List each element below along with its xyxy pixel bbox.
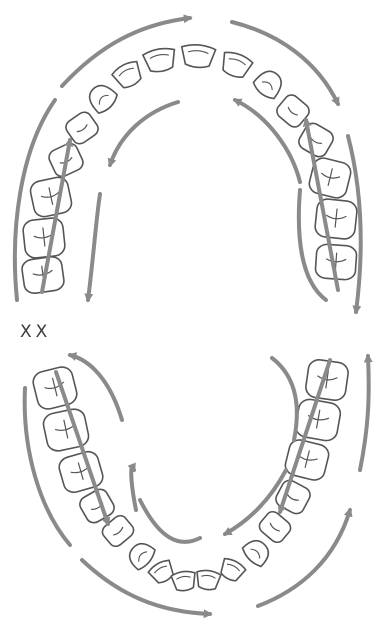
- sequence-arrow-8: [88, 194, 100, 300]
- maxillary-tooth-13: [296, 120, 336, 159]
- mandibular-tooth-10: [217, 556, 247, 584]
- sequence-arrow-15: [272, 358, 297, 440]
- sequence-arrow-7: [110, 102, 178, 165]
- maxillary-tooth-2: [22, 217, 66, 259]
- mandibular-tooth-3: [57, 449, 105, 495]
- maxillary-arch: [21, 44, 358, 295]
- sequence-arrow-17: [140, 500, 200, 542]
- mandibular-arch: [31, 358, 349, 592]
- start-marker: XX: [20, 322, 51, 342]
- mandibular-tooth-7: [147, 558, 177, 586]
- maxillary-tooth-3: [29, 175, 74, 218]
- mandibular-tooth-9: [195, 569, 221, 591]
- maxillary-tooth-9: [180, 44, 216, 69]
- mandibular-tooth-8: [171, 570, 197, 592]
- maxillary-tooth-11: [251, 66, 287, 102]
- sequence-arrow-14: [360, 356, 369, 470]
- sequence-arrow-18: [131, 467, 136, 510]
- mandibular-tooth-11: [240, 535, 273, 568]
- maxillary-tooth-6: [84, 80, 120, 116]
- charting-sequence-arrows: [15, 18, 369, 614]
- maxillary-tooth-8: [142, 46, 177, 74]
- maxillary-tooth-7: [110, 59, 145, 92]
- mandibular-tooth-15: [294, 398, 342, 443]
- mandibular-tooth-12: [257, 509, 294, 545]
- maxillary-tooth-10: [218, 49, 254, 80]
